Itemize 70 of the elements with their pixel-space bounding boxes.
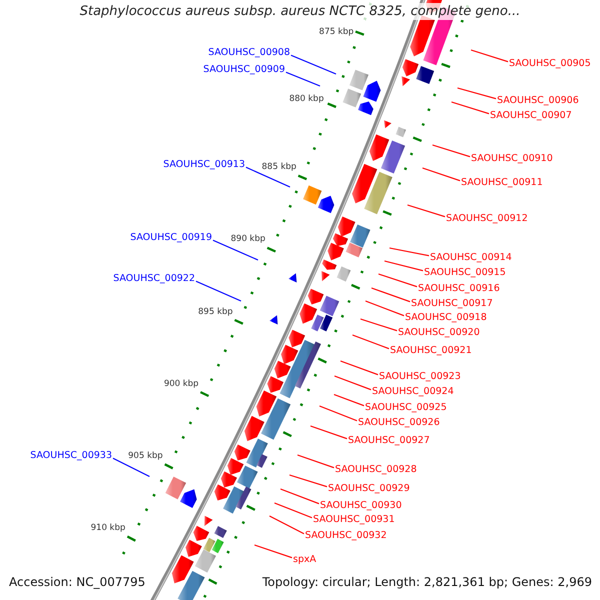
scale-label: 875 kbp [319,26,354,38]
scale-label: 880 kbp [289,94,324,105]
gene-label: SAOUHSC_00909 [203,64,285,76]
gene-label: SAOUHSC_00918 [405,312,487,324]
leader-line [334,375,372,390]
leader-line [352,334,390,350]
gene-label: SAOUHSC_00923 [379,371,461,383]
gene-label: SAOUHSC_00924 [372,386,454,398]
leader-line [196,280,242,302]
gene-label: SAOUHSC_00933 [30,450,112,462]
gene-label: SAOUHSC_00925 [365,402,447,414]
gene-label: SAOUHSC_00910 [471,153,553,165]
leader-line [384,260,424,272]
gene-label: SAOUHSC_00931 [313,514,395,526]
leader-line [432,144,470,158]
leader-line [319,405,358,422]
gene-label: SAOUHSC_00927 [348,435,430,447]
leader-line [254,544,292,558]
gene-label: SAOUHSC_00914 [430,252,512,264]
genome-summary: Topology: circular; Length: 2,821,361 bp; Genes: 2,969 [262,575,592,589]
scale-label: 890 kbp [230,234,266,245]
leader-line [451,101,490,114]
leader-line [334,394,364,406]
scale-label: 900 kbp [164,378,199,390]
accession-text: Accession: NC_007795 [9,575,146,589]
gene-label: SAOUHSC_00907 [490,110,572,122]
gene-label: SAOUHSC_00932 [305,530,387,542]
gene-label: SAOUHSC_00911 [461,177,543,189]
leader-line [246,166,290,188]
leader-line [378,273,418,288]
gene-label: SAOUHSC_00913 [163,159,245,171]
leader-line [310,425,348,440]
leader-line [371,287,410,302]
gene-label: SAOUHSC_00906 [497,95,579,107]
gene-label: SAOUHSC_00919 [130,232,212,244]
gene-label: SAOUHSC_00929 [328,483,410,495]
gene-label: SAOUHSC_00908 [208,47,290,59]
scale-label: 895 kbp [198,306,233,318]
gene-label: SAOUHSC_00926 [358,417,440,429]
gene-label: SAOUHSC_00915 [424,267,506,279]
gene-label: SAOUHSC_00905 [509,58,591,70]
leader-line [389,247,430,256]
leader-line [297,454,334,468]
leader-line [340,360,378,376]
gene-label: SAOUHSC_00922 [113,273,195,285]
leader-line [274,502,312,518]
scale-label: 905 kbp [128,451,163,462]
leader-line [280,488,320,504]
leader-line [470,49,508,62]
gene-label: SAOUHSC_00916 [418,283,500,295]
leader-line [457,87,496,100]
gene-label: SAOUHSC_00912 [446,213,528,225]
gene-label: spxA [293,554,316,566]
leader-line [407,204,446,218]
scale-label: 885 kbp [262,162,296,173]
leader-line [112,458,150,477]
gene-label: SAOUHSC_00920 [398,327,480,339]
leader-line [212,240,258,260]
leader-line [289,474,328,488]
gene-label: SAOUHSC_00930 [320,500,402,512]
leader-line [360,318,398,332]
leader-line [269,516,304,534]
gene-label: SAOUHSC_00928 [335,464,417,476]
gene-label: SAOUHSC_00921 [390,345,472,357]
leader-line [286,72,320,86]
scale-label: 910 kbp [90,523,126,534]
leader-line [365,300,404,316]
leader-line [290,54,336,74]
gene-label: SAOUHSC_00917 [411,298,493,310]
leader-line [422,167,460,182]
